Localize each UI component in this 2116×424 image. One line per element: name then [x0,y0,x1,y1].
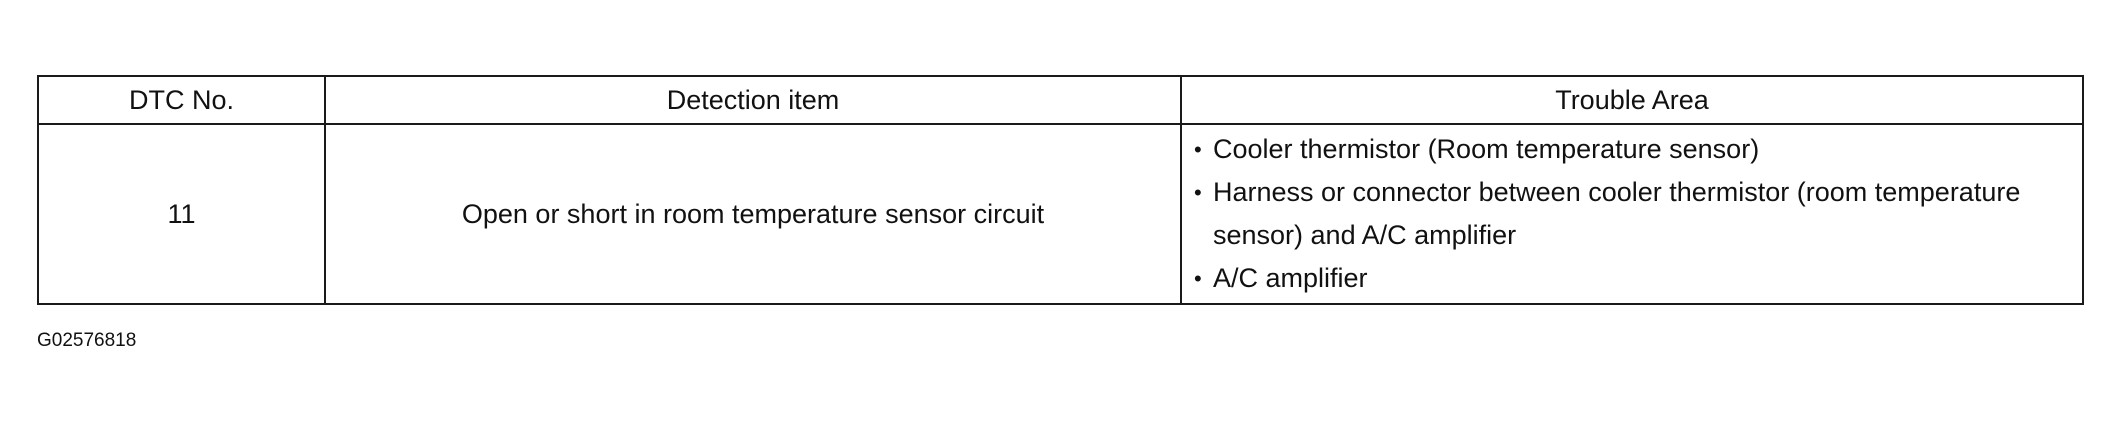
trouble-area-text: Cooler thermistor (Room temperature sens… [1213,134,1760,164]
list-item: • Cooler thermistor (Room temperature se… [1194,128,2072,171]
cell-trouble-area: • Cooler thermistor (Room temperature se… [1180,123,2084,305]
figure-code: G02576818 [37,330,137,351]
dtc-table: DTC No. Detection item Trouble Area 11 O… [37,75,2084,305]
table-row: 11 Open or short in room temperature sen… [37,123,2084,305]
cell-dtc-no: 11 [37,123,326,305]
bullet-icon: • [1194,180,1202,205]
bullet-icon: • [1194,137,1202,162]
trouble-area-list: • Cooler thermistor (Room temperature se… [1194,128,2072,300]
table-header-row: DTC No. Detection item Trouble Area [37,75,2084,125]
header-detection-item: Detection item [324,75,1182,125]
bullet-icon: • [1194,266,1202,291]
list-item: • Harness or connector between cooler th… [1194,171,2072,257]
header-trouble-area: Trouble Area [1180,75,2084,125]
cell-detection-item: Open or short in room temperature sensor… [324,123,1182,305]
header-dtc-no: DTC No. [37,75,326,125]
trouble-area-text: Harness or connector between cooler ther… [1213,177,2021,250]
trouble-area-text: A/C amplifier [1213,263,1368,293]
list-item: • A/C amplifier [1194,257,2072,300]
